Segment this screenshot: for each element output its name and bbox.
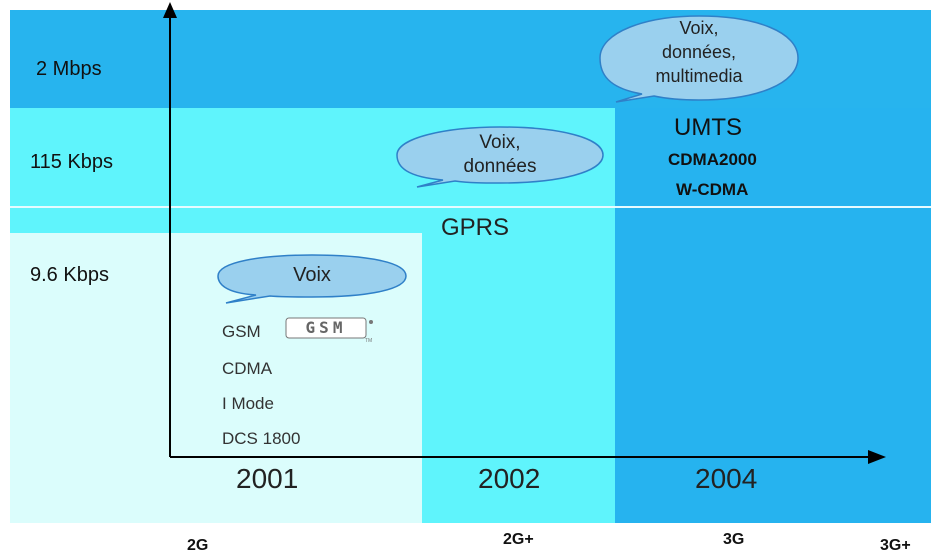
gsm-logo-shape: TM bbox=[285, 317, 373, 344]
row-label-9-6kbps: 9.6 Kbps bbox=[30, 264, 109, 286]
svg-text:TM: TM bbox=[365, 338, 372, 343]
speech-bubble-voix-donnees: Voix, données bbox=[395, 125, 605, 188]
gsm-logo-text: GSM bbox=[305, 318, 347, 337]
tech-wcdma: W-CDMA bbox=[676, 180, 749, 199]
tech-imode: I Mode bbox=[222, 394, 274, 413]
speech-bubble-shape bbox=[396, 126, 604, 188]
speech-bubble-voix-donnees-multimedia: Voix, données, multimedia bbox=[598, 14, 800, 103]
gen-2g: 2G bbox=[187, 537, 209, 554]
tech-umts: UMTS bbox=[674, 114, 742, 141]
tech-cdma2000: CDMA2000 bbox=[668, 150, 757, 169]
tech-dcs1800: DCS 1800 bbox=[222, 429, 301, 448]
bubble-text-voix: Voix bbox=[293, 264, 331, 286]
year-2001: 2001 bbox=[236, 463, 299, 494]
gen-3g-plus: 3G+ bbox=[880, 537, 911, 554]
speech-bubble-voix: Voix bbox=[216, 253, 408, 304]
year-2002: 2002 bbox=[478, 463, 541, 494]
year-2004: 2004 bbox=[695, 463, 758, 494]
bubble-text-line-2: données bbox=[463, 156, 537, 177]
row-label-2mbps: 2 Mbps bbox=[36, 58, 102, 80]
gen-3g: 3G bbox=[723, 531, 745, 548]
tech-gprs: GPRS bbox=[441, 214, 510, 241]
x-axis-arrowhead bbox=[868, 450, 886, 464]
gsm-logo: TM GSM bbox=[285, 317, 375, 344]
bubble-text-line-2: données, bbox=[661, 42, 737, 62]
tech-gsm: GSM bbox=[222, 322, 261, 341]
band-3g-column bbox=[615, 108, 931, 523]
row-label-115kbps: 115 Kbps bbox=[30, 151, 114, 173]
gen-2g-plus: 2G+ bbox=[503, 531, 534, 548]
divider-line bbox=[10, 206, 931, 208]
speech-bubble-shape bbox=[599, 15, 799, 103]
bubble-text-line-1: Voix, bbox=[479, 132, 521, 153]
tech-cdma: CDMA bbox=[222, 359, 273, 378]
y-axis-arrowhead bbox=[163, 2, 177, 18]
bubble-text-line-3: multimedia bbox=[655, 66, 743, 86]
band-2g-plus-column bbox=[422, 233, 615, 523]
speech-bubble-shape bbox=[217, 254, 407, 304]
bubble-text-line-1: Voix, bbox=[679, 18, 719, 38]
